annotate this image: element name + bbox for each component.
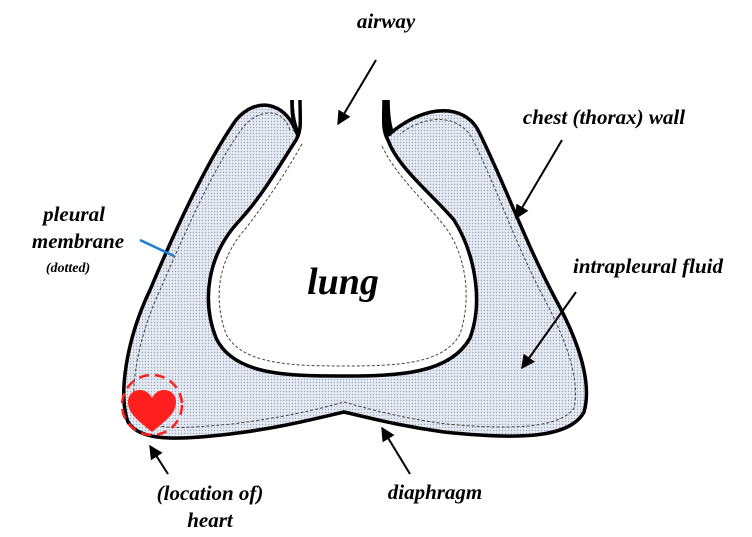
pleural-label-line2: membrane	[32, 229, 124, 253]
heart-label-line2: heart	[187, 508, 234, 532]
diaphragm-arrow	[382, 428, 410, 474]
heart-arrow	[150, 446, 168, 474]
heart-label-line1: (location of)	[157, 481, 264, 505]
airway-label: airway	[357, 9, 416, 33]
chest-wall-arrow	[516, 140, 562, 218]
lung-label: lung	[307, 261, 379, 303]
pleural-label-line1: pleural	[41, 202, 105, 226]
chest-wall-label: chest (thorax) wall	[523, 105, 685, 129]
pleural-label-note: (dotted)	[46, 261, 90, 276]
diaphragm-label: diaphragm	[388, 480, 483, 504]
intrapleural-fluid-label: intrapleural fluid	[573, 254, 723, 278]
